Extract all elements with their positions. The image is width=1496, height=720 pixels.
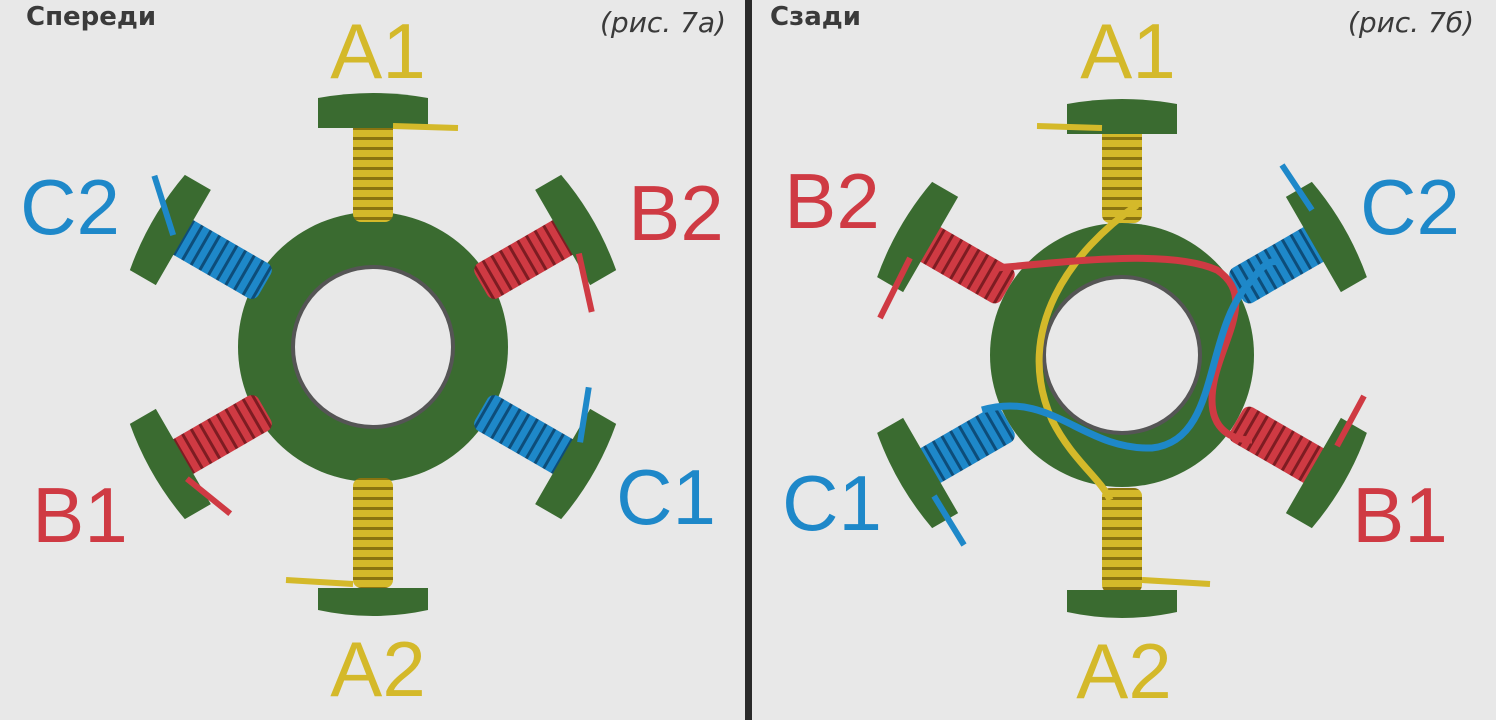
panel-divider [745,0,752,720]
stator-bore-back [1042,275,1202,435]
front-stator-diagram: A1 A2 C2 B2 B1 C1 [20,7,724,713]
wire-phase-b [996,254,1253,444]
label-b1: B1 [32,471,127,559]
label-a1: A1 [330,7,425,95]
label-b2-back: B2 [784,157,879,245]
label-c2-back: C2 [1360,163,1460,251]
pole-b1 [129,395,272,520]
pole-c2 [129,174,272,299]
wire-phase-a [1035,202,1139,502]
label-c1: C1 [616,453,716,541]
pole-c1 [474,386,617,520]
back-stator-diagram: A1 A2 B2 C2 C1 B1 [782,7,1460,715]
front-view-panel: Спереди (рис. 7а) [20,2,726,713]
label-b1-back: B1 [1352,471,1447,559]
label-b2: B2 [628,169,723,257]
label-a2: A2 [330,625,425,713]
pole-b2-back [877,181,1015,304]
front-figure-caption: (рис. 7а) [600,6,726,39]
pole-b2 [474,174,617,313]
label-c1-back: C1 [782,459,882,547]
pole-a1-back [1036,99,1177,223]
pole-a2 [285,478,428,616]
pole-b1-back [1229,406,1367,529]
label-c2: C2 [20,163,120,251]
front-view-title: Спереди [26,2,157,32]
back-figure-caption: (рис. 7б) [1347,6,1474,39]
back-view-panel: Сзади (рис. 7б) [752,0,1496,720]
back-view-title: Сзади [770,2,861,32]
label-a2-back: A2 [1076,627,1171,715]
pole-c2-back [1229,181,1367,304]
pole-a2-back [1067,488,1211,618]
pole-a1 [318,93,459,222]
stator-bore [291,265,455,429]
label-a1-back: A1 [1080,7,1175,95]
wire-phase-c [981,258,1279,452]
